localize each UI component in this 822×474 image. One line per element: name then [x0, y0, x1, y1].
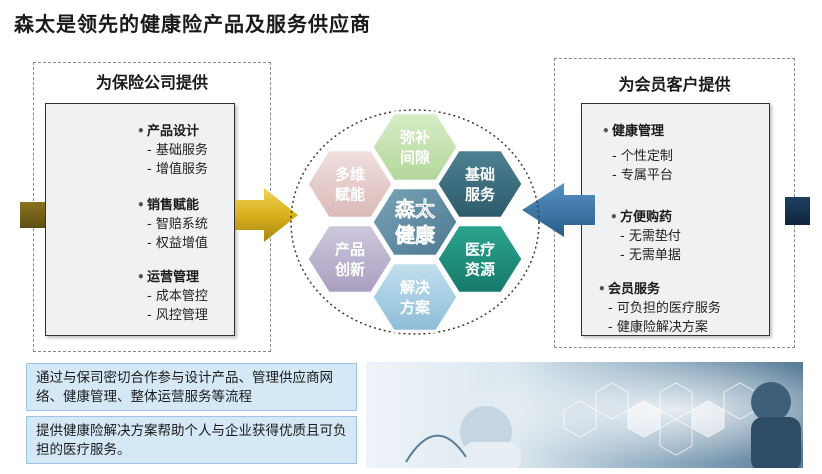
page-title: 森太是领先的健康险产品及服务供应商 [14, 12, 371, 36]
group-health-management: 健康管理 - 个性定制 - 专属平台 [602, 122, 673, 185]
member-panel-heading: 为会员客户提供 [618, 75, 731, 94]
group-product-design: 产品设计 - 基础服务 - 增值服务 [137, 122, 208, 179]
group-item: - 权益增值 [147, 236, 208, 251]
hexagon-shape [435, 223, 525, 295]
hexagon-label: 赋能 [335, 185, 365, 203]
right-arrow-icon [522, 183, 810, 237]
group-item: - 可负担的医疗服务 [608, 301, 721, 316]
group-title: 运营管理 [137, 268, 208, 287]
medical-technology-image [366, 362, 803, 468]
group-sales-enablement: 销售赋能 - 智赔系统 - 权益增值 [137, 196, 208, 253]
hexagon-label: 森太 [395, 197, 436, 221]
hexagon-label: 多维 [335, 165, 365, 183]
hexagon-label: 解决 [400, 278, 431, 296]
dotted-circle-outline [290, 109, 540, 335]
group-item: - 无需垫付 [620, 229, 681, 244]
left-arrow-icon [20, 188, 298, 242]
hexagon-label: 产品 [335, 240, 365, 258]
hexagon-shape [370, 111, 460, 183]
group-title: 销售赋能 [137, 196, 208, 215]
group-item: - 健康险解决方案 [608, 320, 708, 335]
insurer-collaboration-note: 通过与保司密切合作参与设计产品、管理供应商网络、健康管理、整体运营服务等流程 [26, 363, 357, 411]
hexagon-shape [305, 223, 395, 295]
hexagon-label: 医疗 [465, 240, 495, 258]
hexagon-label: 资源 [465, 260, 495, 278]
insurer-services-box: 产品设计 - 基础服务 - 增值服务 销售赋能 - 智赔系统 - 权益增值 运营… [45, 103, 235, 336]
hexagon-shape [435, 148, 525, 220]
hexagon-shape [370, 261, 460, 333]
group-title: 方便购药 [610, 208, 681, 227]
group-item: - 无需单据 [620, 248, 681, 263]
insurer-panel-heading: 为保险公司提供 [95, 73, 208, 92]
hexagon-shape [370, 186, 460, 258]
group-title: 会员服务 [598, 280, 721, 299]
service-hexagon-cluster: 弥补间隙多维赋能基础服务产品创新医疗资源解决方案森太健康 [285, 107, 545, 337]
group-title: 产品设计 [137, 122, 208, 141]
group-item: - 专属平台 [612, 168, 673, 183]
group-member-services: 会员服务 - 可负担的医疗服务 - 健康险解决方案 [598, 280, 721, 337]
medical-photo-graphic [366, 362, 803, 468]
member-services-box: 健康管理 - 个性定制 - 专属平台 方便购药 - 无需垫付 - 无需单据 会员… [581, 103, 770, 336]
hexagon-label: 创新 [334, 260, 365, 278]
hexagon-label: 间隙 [400, 148, 430, 166]
group-title: 健康管理 [602, 122, 673, 141]
hexagon-label: 服务 [465, 185, 496, 203]
hexagon-upper-right: 基础服务 [435, 148, 525, 220]
hexagon-bottom: 解决方案 [370, 261, 460, 333]
group-item: - 增值服务 [147, 162, 208, 177]
hexagon-label: 基础 [464, 165, 495, 183]
hexagon-label: 方案 [400, 298, 431, 316]
group-item: - 基础服务 [147, 143, 208, 158]
group-pharmacy: 方便购药 - 无需垫付 - 无需单据 [610, 208, 681, 265]
group-item: - 成本管控 [147, 289, 208, 304]
hexagon-shape [305, 148, 395, 220]
group-item: - 个性定制 [612, 149, 673, 164]
member-solution-note: 提供健康险解决方案帮助个人与企业获得优质且可负担的医疗服务。 [26, 416, 357, 464]
group-item: - 智赔系统 [147, 217, 208, 232]
group-operations: 运营管理 - 成本管控 - 风控管理 [137, 268, 208, 325]
hexagon-label: 健康 [395, 223, 436, 247]
hexagon-label: 弥补 [400, 128, 430, 146]
group-item: - 风控管理 [147, 308, 208, 323]
